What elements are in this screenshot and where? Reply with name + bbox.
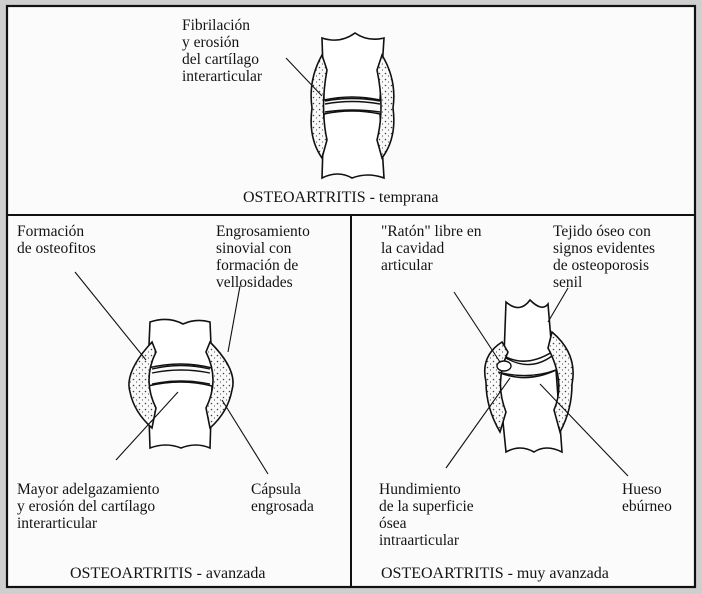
very-advanced-upper-bone (504, 300, 552, 361)
caption-very-advanced: OSTEOARTRITIS - muy avanzada (381, 565, 609, 583)
caption-advanced: OSTEOARTRITIS - avanzada (70, 565, 265, 583)
early-upper-bone (322, 33, 384, 100)
label-senile-osteoporosis: Tejido óseo con signos evidentes de oste… (553, 223, 655, 291)
label-thickened-capsule: Cápsula engrosada (251, 481, 314, 515)
label-synovial-thickening: Engrosamiento sinovial con formación de … (216, 223, 310, 291)
label-cartilage-fibrillation: Fibrilación y erosión del cartílago inte… (182, 17, 262, 85)
label-surface-collapse: Hundimiento de la superficie ósea intraa… (379, 481, 474, 549)
label-cartilage-thinning: Mayor adelgazamiento y erosión del cartí… (17, 481, 159, 532)
label-osteophyte-formation: Formación de osteofitos (17, 223, 96, 257)
early-lower-bone (322, 111, 384, 178)
loose-body (497, 361, 511, 371)
caption-early: OSTEOARTRITIS - temprana (243, 189, 438, 207)
label-eburnated-bone: Hueso ebúrneo (622, 481, 672, 515)
advanced-upper-bone (148, 319, 212, 368)
label-loose-body: "Ratón" libre en la cavidad articular (381, 223, 481, 274)
